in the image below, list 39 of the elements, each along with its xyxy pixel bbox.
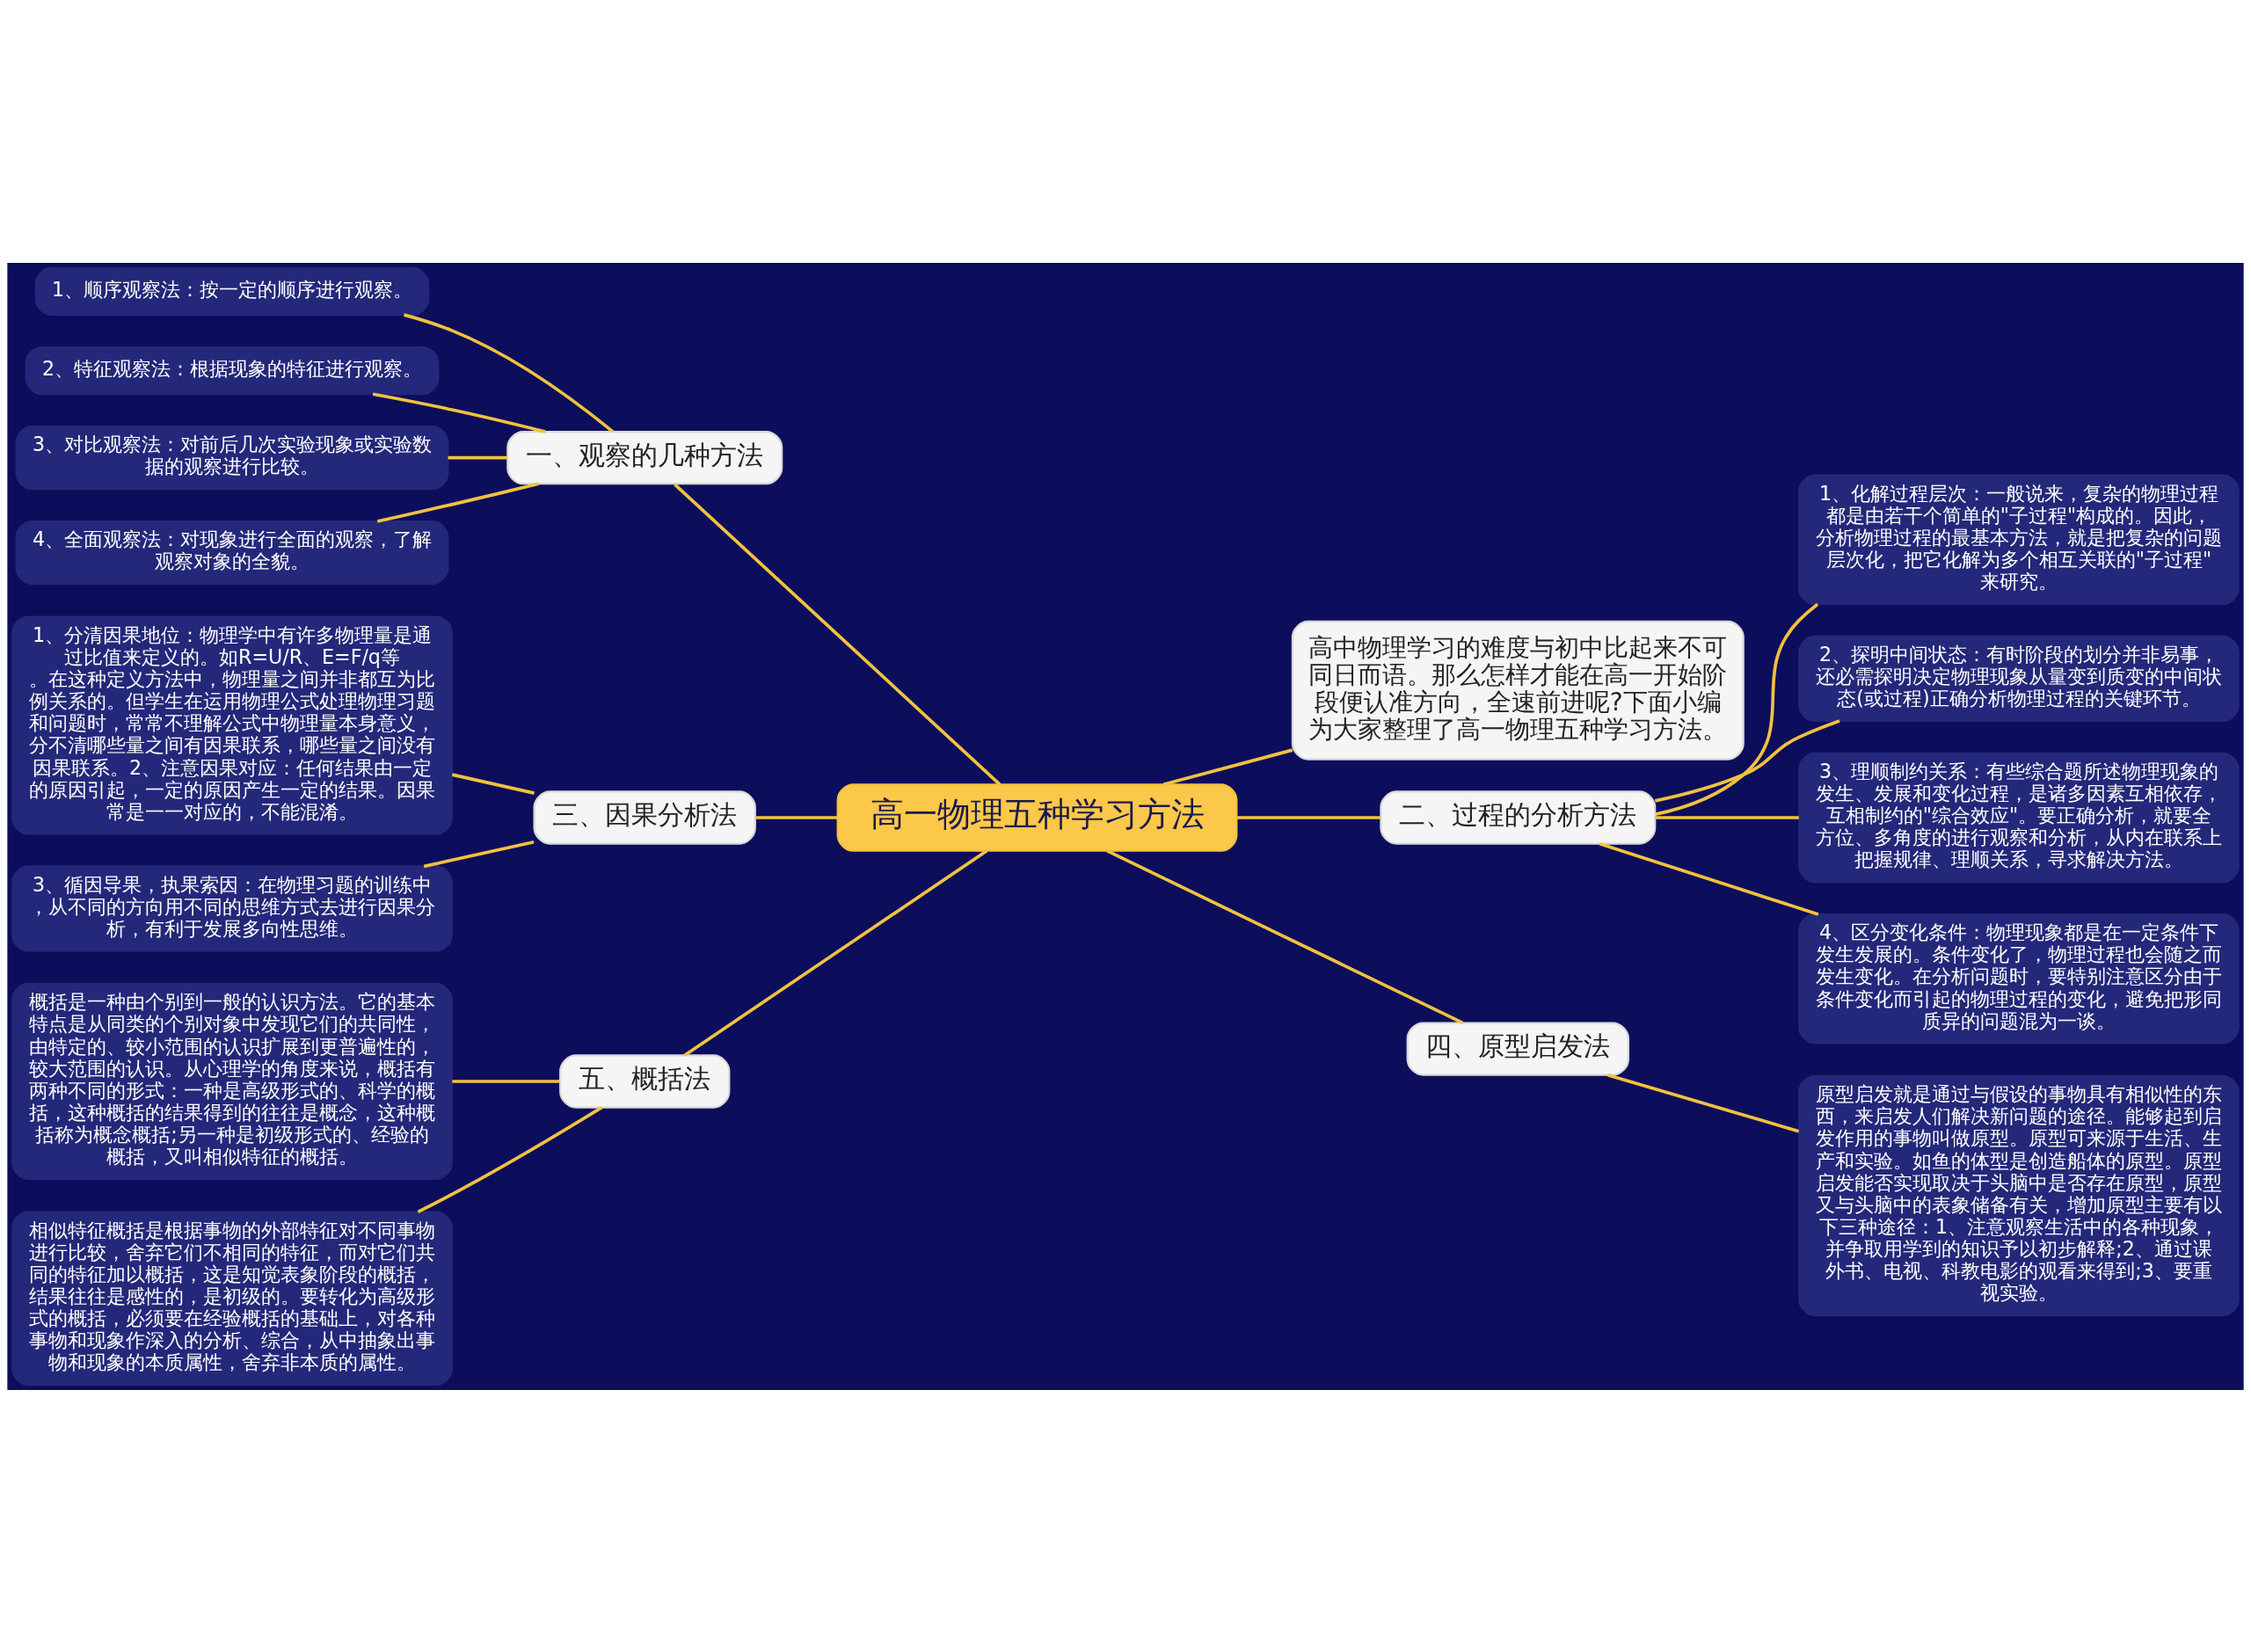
- connector: [1654, 718, 1840, 803]
- connector: [404, 312, 615, 433]
- connector: [1655, 815, 1799, 819]
- connector: [1599, 841, 1819, 916]
- connector: [451, 772, 535, 795]
- node-box: 3、循因导果，执果索因：在物理习题的训练中，从不同的方向用不同的思维方式去进行因果分析，有利于发展多向性思维。: [11, 864, 453, 952]
- connector: [1162, 747, 1293, 786]
- connector: [1236, 815, 1381, 819]
- node-box: 二、过程的分析方法: [1380, 790, 1657, 845]
- node-box: 原型启发就是通过与假设的事物具有相似性的东西，来启发人们解决新问题的途径。能够起到启发作用的事物叫做原型。原型可来源于生活、生产和实验。如鱼的体型是创造船体的原型。原型启发能否实现取决于头脑中是否存在原型，原型又与头脑中的表象储备有关，增加原型主要有以下三种途径：1、注意观察生活中的各种现象，并争取用学到的知识予以初步解释;2、通过课外书、电视、科教电影的观看来得到;3、要重视实验。: [1798, 1074, 2240, 1316]
- node-box: 2、探明中间状态：有时阶段的划分并非易事，还必需探明决定物理现象从量变到质变的中间状态(或过程)正确分析物理过程的关键环节。: [1798, 635, 2240, 722]
- node-box: 三、因果分析法: [533, 790, 756, 845]
- node-box: 1、分清因果地位：物理学中有许多物理量是通过比值来定义的。如R=U/R、E=F/q等。在这种定义方法中，物理量之间并非都互为比例关系的。但学生在运用物理公式处理物理习题和问题时，常常不理解公式中物理量本身意义，分不清哪些量之间有因果联系，哪些量之间没有因果联系。2、注意因果对应：任何结果由一定的原因引起，一定的原因产生一定的结果。因果常是一一对应的，不能混淆。: [11, 615, 453, 835]
- connector: [674, 482, 1002, 786]
- node-box: 相似特征概括是根据事物的外部特征对不同事物进行比较，舍弃它们不相同的特征，而对它们共同的特征加以概括，这是知觉表象阶段的概括，结果往往是感性的，是初级的。要转化为高级形式的概括，必须要在经验概括的基础上，对各种事物和现象作深入的分析、综合，从中抽象出事物和现象的本质属性，舍弃非本质的属性。: [11, 1210, 453, 1386]
- node-box: 五、概括法: [559, 1053, 731, 1109]
- connector: [452, 1079, 560, 1083]
- connector: [1606, 1073, 1800, 1132]
- connector: [448, 455, 507, 459]
- node-box: 高一物理五种学习方法: [836, 782, 1238, 852]
- connector: [1655, 602, 1819, 816]
- node-box: 4、全面观察法：对现象进行全面的观察，了解观察对象的全貌。: [15, 520, 449, 585]
- node-box: 3、理顺制约关系：有些综合题所述物理现象的发生、发展和变化过程，是诸多因素互相依存，互相制约的"综合效应"。要正确分析，就要全方位、多角度的进行观察和分析，从内在联系上把握规律、理顺关系，寻求解决方法。: [1798, 752, 2240, 883]
- node-box: 3、对比观察法：对前后几次实验现象或实验数据的观察进行比较。: [15, 425, 449, 490]
- connector: [417, 1105, 603, 1213]
- node-box: 一、观察的几种方法: [506, 430, 783, 484]
- node-box: 高中物理学习的难度与初中比起来不可同日而语。那么怎样才能在高一开始阶段便认准方向，全速前进呢?下面小编为大家整理了高一物理五种学习方法。: [1291, 620, 1745, 761]
- connector: [372, 391, 546, 433]
- connector: [683, 848, 988, 1057]
- node-box: 概括是一种由个别到一般的认识方法。它的基本特点是从同类的个别对象中发现它们的共同性，由特定的、较小范围的认识扩展到更普遍性的，较大范围的认识。从心理学的角度来说，概括有两种不同的形式：一种是高级形式的、科学的概括，这种概括的结果得到的往往是概念，这种概括称为概念概括;另一种是初级形式的、经验的概括，又叫相似特征的概括。: [11, 982, 453, 1180]
- connector: [755, 815, 838, 819]
- node-box: 1、化解过程层次：一般说来，复杂的物理过程都是由若干个简单的"子过程"构成的。因此，分析物理过程的最基本方法，就是把复杂的问题层次化，把它化解为多个相互关联的"子过程"来研究。: [1798, 474, 2240, 605]
- node-box: 4、区分变化条件：物理现象都是在一定条件下发生发展的。条件变化了，物理过程也会随之而发生变化。在分析问题时，要特别注意区分由于条件变化而引起的物理过程的变化，避免把形同质异的问题混为一谈。: [1798, 913, 2240, 1044]
- node-box: 1、顺序观察法：按一定的顺序进行观察。: [34, 266, 430, 316]
- node-box: 2、特征观察法：根据现象的特征进行观察。: [25, 346, 440, 395]
- node-box: 四、原型启发法: [1406, 1021, 1629, 1076]
- connector: [1106, 848, 1464, 1024]
- connector: [423, 840, 535, 868]
- connector: [376, 482, 539, 523]
